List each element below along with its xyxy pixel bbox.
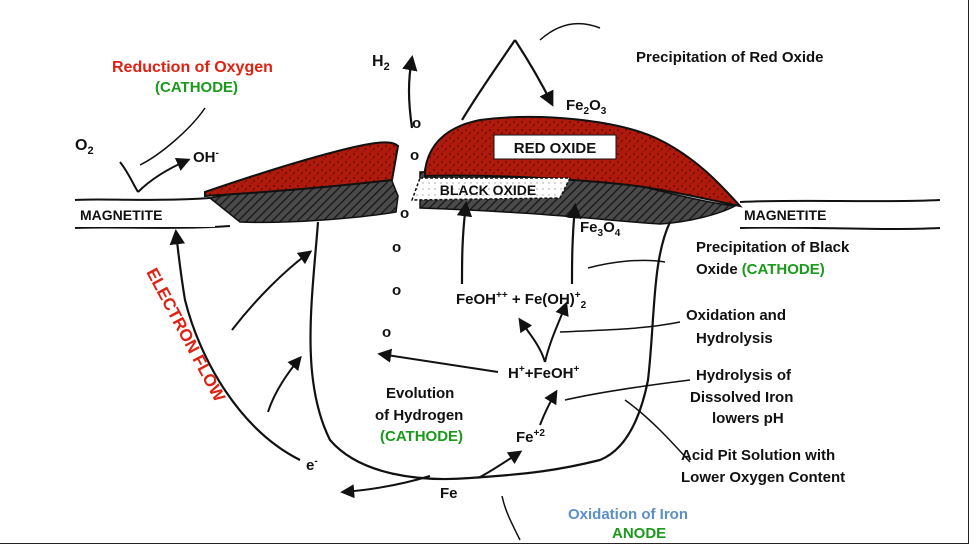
h2-label: H2 bbox=[372, 53, 390, 73]
cathode-label-3: (CATHODE) bbox=[380, 428, 463, 445]
fe2plus-label: Fe+2 bbox=[516, 428, 545, 446]
hydrolysis-label-3: lowers pH bbox=[712, 410, 784, 427]
bubble: o bbox=[392, 282, 401, 299]
red-oxide-label: RED OXIDE bbox=[514, 140, 597, 157]
red-oxide-leader bbox=[540, 24, 600, 40]
hydrolysis-v-left bbox=[520, 320, 545, 362]
oxidation-iron-label: Oxidation of Iron bbox=[568, 506, 688, 523]
fe2o3-label: Fe2O3 bbox=[566, 97, 607, 117]
black-oxide-label: BLACK OXIDE bbox=[440, 182, 536, 198]
hfeoh-equation-label: H++FeOH+ bbox=[508, 364, 579, 382]
bubble: o bbox=[400, 205, 409, 222]
precipitation-red-oxide-label: Precipitation of Red Oxide bbox=[636, 49, 824, 66]
precip-black-label-1: Precipitation of Black bbox=[696, 239, 850, 256]
oxidation-hydrolysis-label-2: Hydrolysis bbox=[696, 330, 773, 347]
o2-label: O2 bbox=[75, 137, 94, 157]
acid-pit-label-1: Acid Pit Solution with bbox=[681, 447, 835, 464]
anode-label: ANODE bbox=[612, 525, 666, 542]
fe-label: Fe bbox=[440, 485, 458, 502]
hydrolysis-label-2: Dissolved Iron bbox=[690, 389, 793, 406]
evolution-label-1: Evolution bbox=[386, 385, 454, 402]
oh-label: OH- bbox=[193, 148, 219, 166]
electron-flow-label: ELECTRON FLOW bbox=[142, 265, 229, 406]
bubble: o bbox=[410, 147, 419, 164]
electron-flow-branch-2 bbox=[268, 358, 300, 412]
red-oxide-precip-arrow bbox=[462, 40, 515, 120]
magnetite-right-label: MAGNETITE bbox=[744, 207, 826, 223]
bubble: o bbox=[382, 324, 391, 341]
hydrolysis-label-1: Hydrolysis of bbox=[696, 367, 792, 384]
oxidation-hydrolysis-label-1: Oxidation and bbox=[686, 307, 786, 324]
red-oxide-precip-arrow-2 bbox=[515, 40, 552, 104]
evolution-label-2: of Hydrogen bbox=[375, 407, 463, 424]
pit-outline bbox=[311, 222, 671, 479]
electron-flow-branch-1 bbox=[232, 252, 310, 330]
bubble: o bbox=[392, 239, 401, 256]
hydrolysis-v-right bbox=[545, 304, 566, 362]
feoh-equation-label: FeOH++ + Fe(OH)+2 bbox=[456, 290, 587, 311]
hfeoh-to-evolution-arrow bbox=[380, 354, 498, 372]
cathode-label-1: (CATHODE) bbox=[155, 79, 238, 96]
electron-label: e- bbox=[306, 456, 318, 474]
feoh-to-fe3o4-arrow bbox=[572, 206, 575, 284]
feoh-to-black-oxide-arrow bbox=[462, 204, 466, 284]
oh-arrow bbox=[138, 160, 188, 192]
acid-pit-label-2: Lower Oxygen Content bbox=[681, 469, 845, 486]
precip-black-label-2: Oxide(CATHODE) bbox=[696, 261, 825, 278]
fe3o4-label: Fe3O4 bbox=[580, 219, 621, 239]
magnetite-left-label: MAGNETITE bbox=[80, 207, 162, 223]
fe2plus-to-hfeoh-arrow bbox=[540, 392, 556, 425]
bubble: o bbox=[412, 115, 421, 132]
o2-leader bbox=[120, 162, 138, 192]
reduction-oxygen-label: Reduction of Oxygen bbox=[112, 59, 273, 76]
